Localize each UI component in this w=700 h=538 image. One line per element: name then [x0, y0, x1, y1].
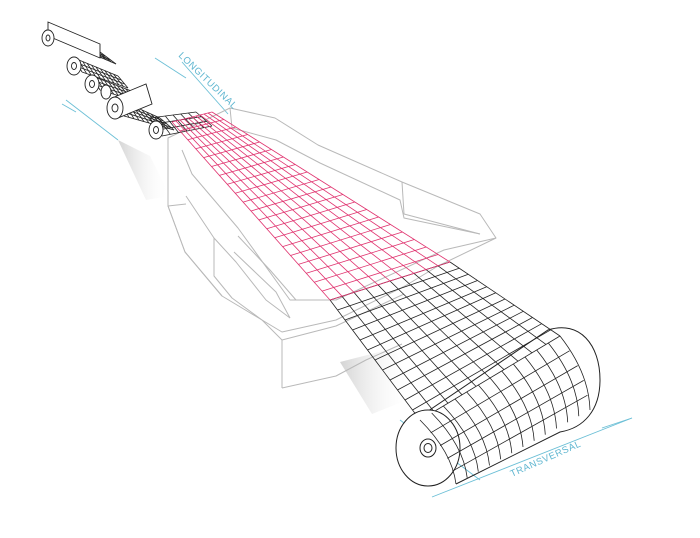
transversal-label: TRANSVERSAL — [509, 439, 583, 480]
longitudinal-label: LONGITUDINAL — [176, 50, 239, 112]
roller-5 — [148, 120, 164, 140]
guide-lines — [61, 57, 633, 498]
roller-6 — [100, 84, 112, 100]
roller-1 — [41, 21, 101, 59]
roller-4 — [106, 83, 153, 120]
output-roll-grid — [419, 335, 591, 485]
roller-2 — [66, 56, 82, 76]
output-roll — [395, 327, 601, 487]
film-mesh — [45, 29, 561, 421]
roller-3 — [84, 74, 100, 94]
stretched-film-mesh — [171, 111, 451, 301]
input-rollers — [41, 21, 164, 140]
